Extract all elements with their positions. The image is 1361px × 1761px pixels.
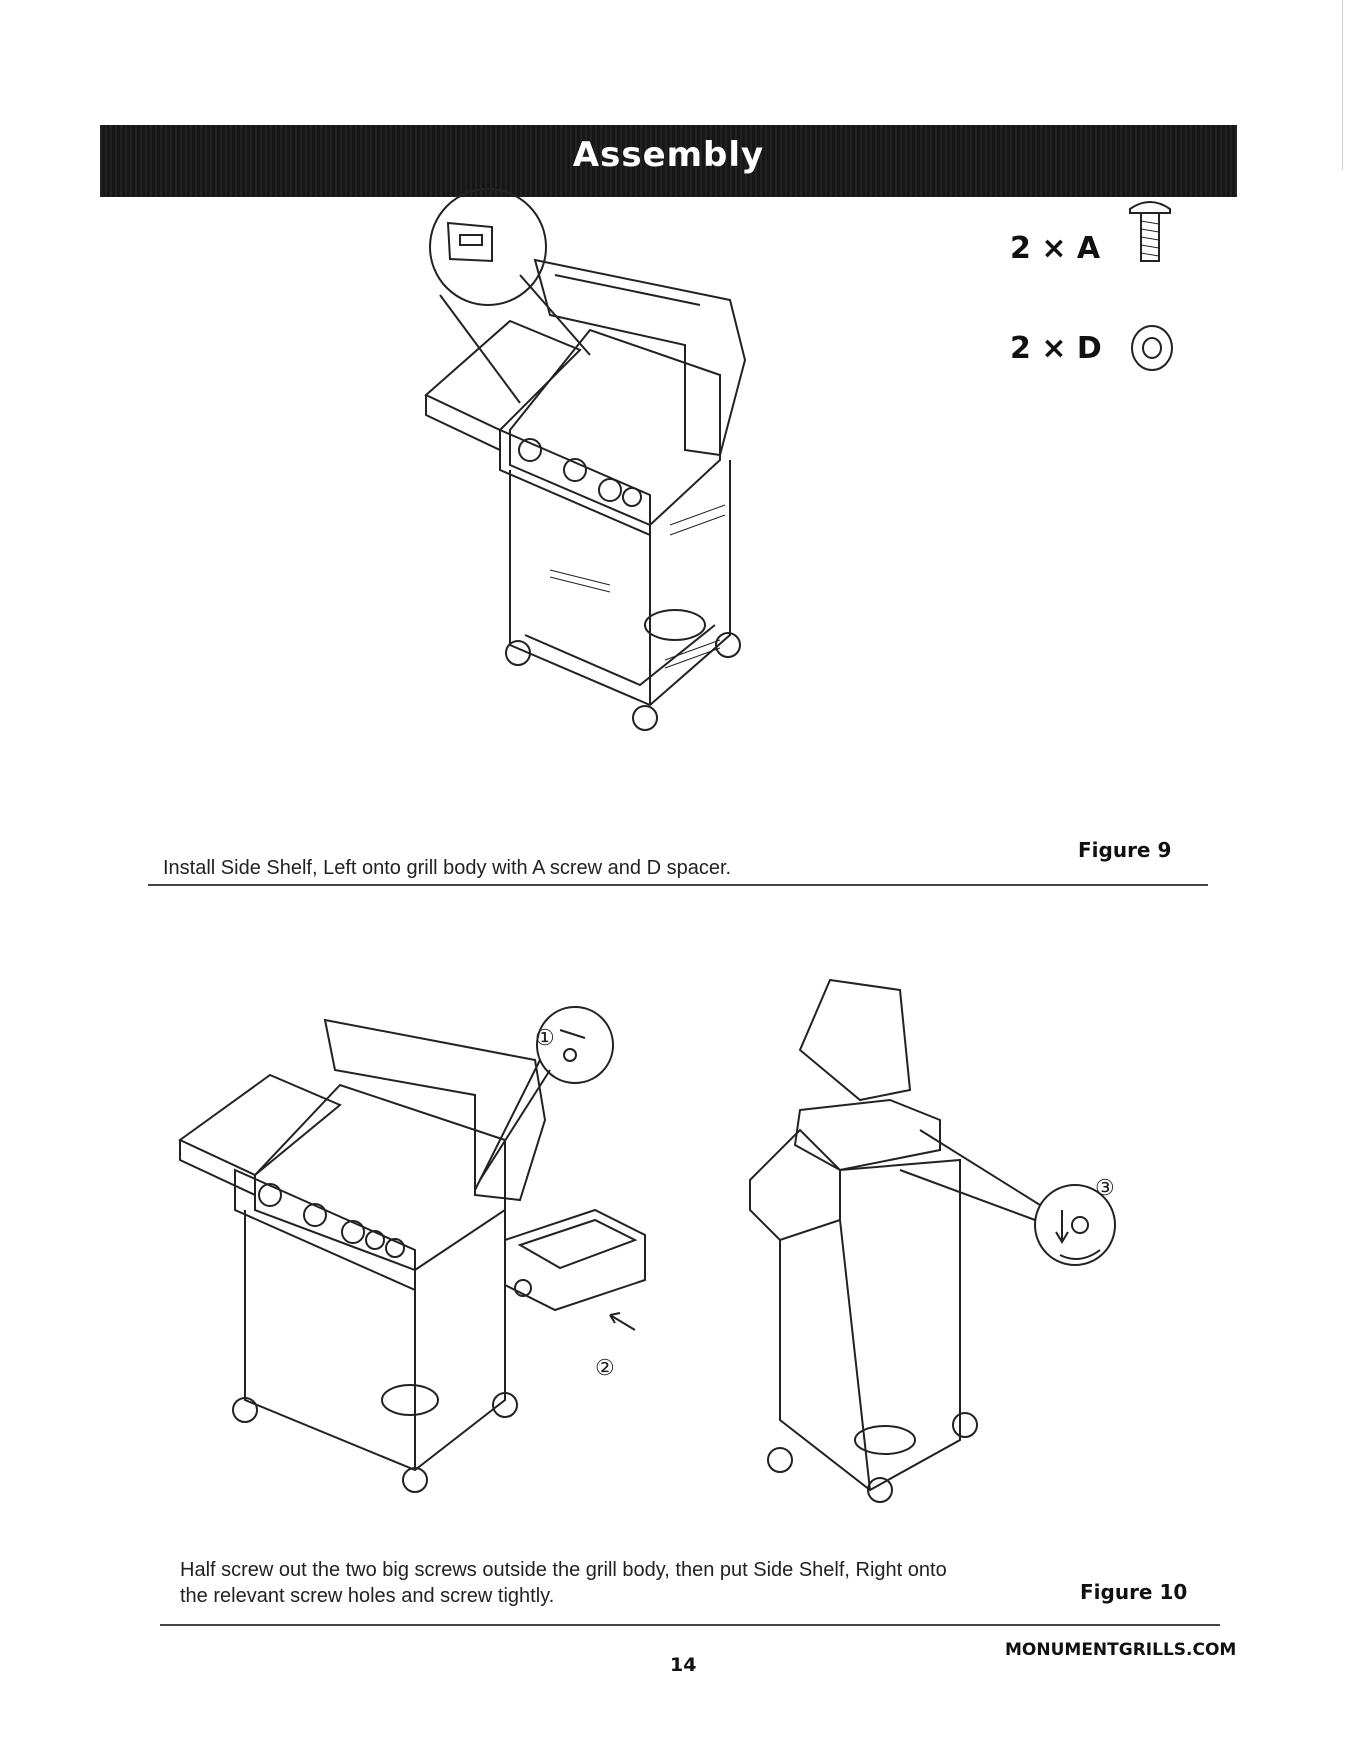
figure-9-grill-illustration	[400, 205, 860, 845]
figure-10-caption-line-2: the relevant screw holes and screw tight…	[180, 1583, 947, 1609]
burner-knob	[366, 1231, 384, 1249]
figure-10-grill-side-view-illustration: ③	[740, 970, 1180, 1500]
step-2-marker: ②	[595, 1356, 615, 1381]
website-url: MONUMENTGRILLS.COM	[1005, 1640, 1236, 1660]
figure-9-caption: Install Side Shelf, Left onto grill body…	[163, 855, 731, 881]
burner-knob	[304, 1204, 326, 1226]
caster-wheel	[633, 706, 657, 730]
figure-10-label: Figure 10	[1080, 1580, 1187, 1604]
control-panel	[750, 1130, 840, 1240]
grill-cart	[780, 1160, 960, 1490]
burner-knob	[623, 488, 641, 506]
section-header-bar: Assembly	[100, 125, 1237, 197]
burner-knob	[599, 479, 621, 501]
side-shelf-left	[426, 321, 580, 430]
divider-rule	[148, 884, 1208, 886]
grill-cart	[510, 460, 730, 705]
figure-9-label: Figure 9	[1078, 838, 1171, 862]
burner-knob	[342, 1221, 364, 1243]
figure-10-caption-line-1: Half screw out the two big screws outsid…	[180, 1557, 947, 1583]
step-1-marker: ①	[535, 1026, 555, 1051]
screw-icon	[1125, 195, 1175, 270]
grill-lid	[325, 1020, 545, 1200]
grill-lid	[800, 980, 910, 1100]
spacer-washer-icon	[1130, 323, 1175, 373]
caster-wheel	[768, 1448, 792, 1472]
parts-list: 2 × A 2 × D	[1010, 195, 1210, 385]
control-panel	[500, 430, 650, 535]
caster-wheel	[233, 1398, 257, 1422]
zoom-callout-circle	[430, 189, 546, 305]
firebox	[255, 1085, 505, 1270]
side-shelf-left	[180, 1075, 340, 1175]
grill-lid	[535, 260, 745, 455]
figure-10-grill-with-shelf-illustration: ① ②	[175, 1000, 715, 1500]
section-title: Assembly	[100, 135, 1237, 175]
caster-wheel	[403, 1468, 427, 1492]
firebox	[510, 330, 720, 525]
figure-10-caption: Half screw out the two big screws outsid…	[180, 1557, 947, 1609]
part-d-quantity: 2 × D	[1010, 331, 1102, 366]
step-3-marker: ③	[1095, 1176, 1115, 1201]
side-shelf-right	[795, 1100, 940, 1170]
part-a-quantity: 2 × A	[1010, 231, 1100, 266]
page-number: 14	[670, 1654, 696, 1676]
burner-knob	[259, 1184, 281, 1206]
scan-edge-line	[1342, 0, 1343, 170]
divider-rule	[160, 1624, 1220, 1626]
caster-wheel	[953, 1413, 977, 1437]
